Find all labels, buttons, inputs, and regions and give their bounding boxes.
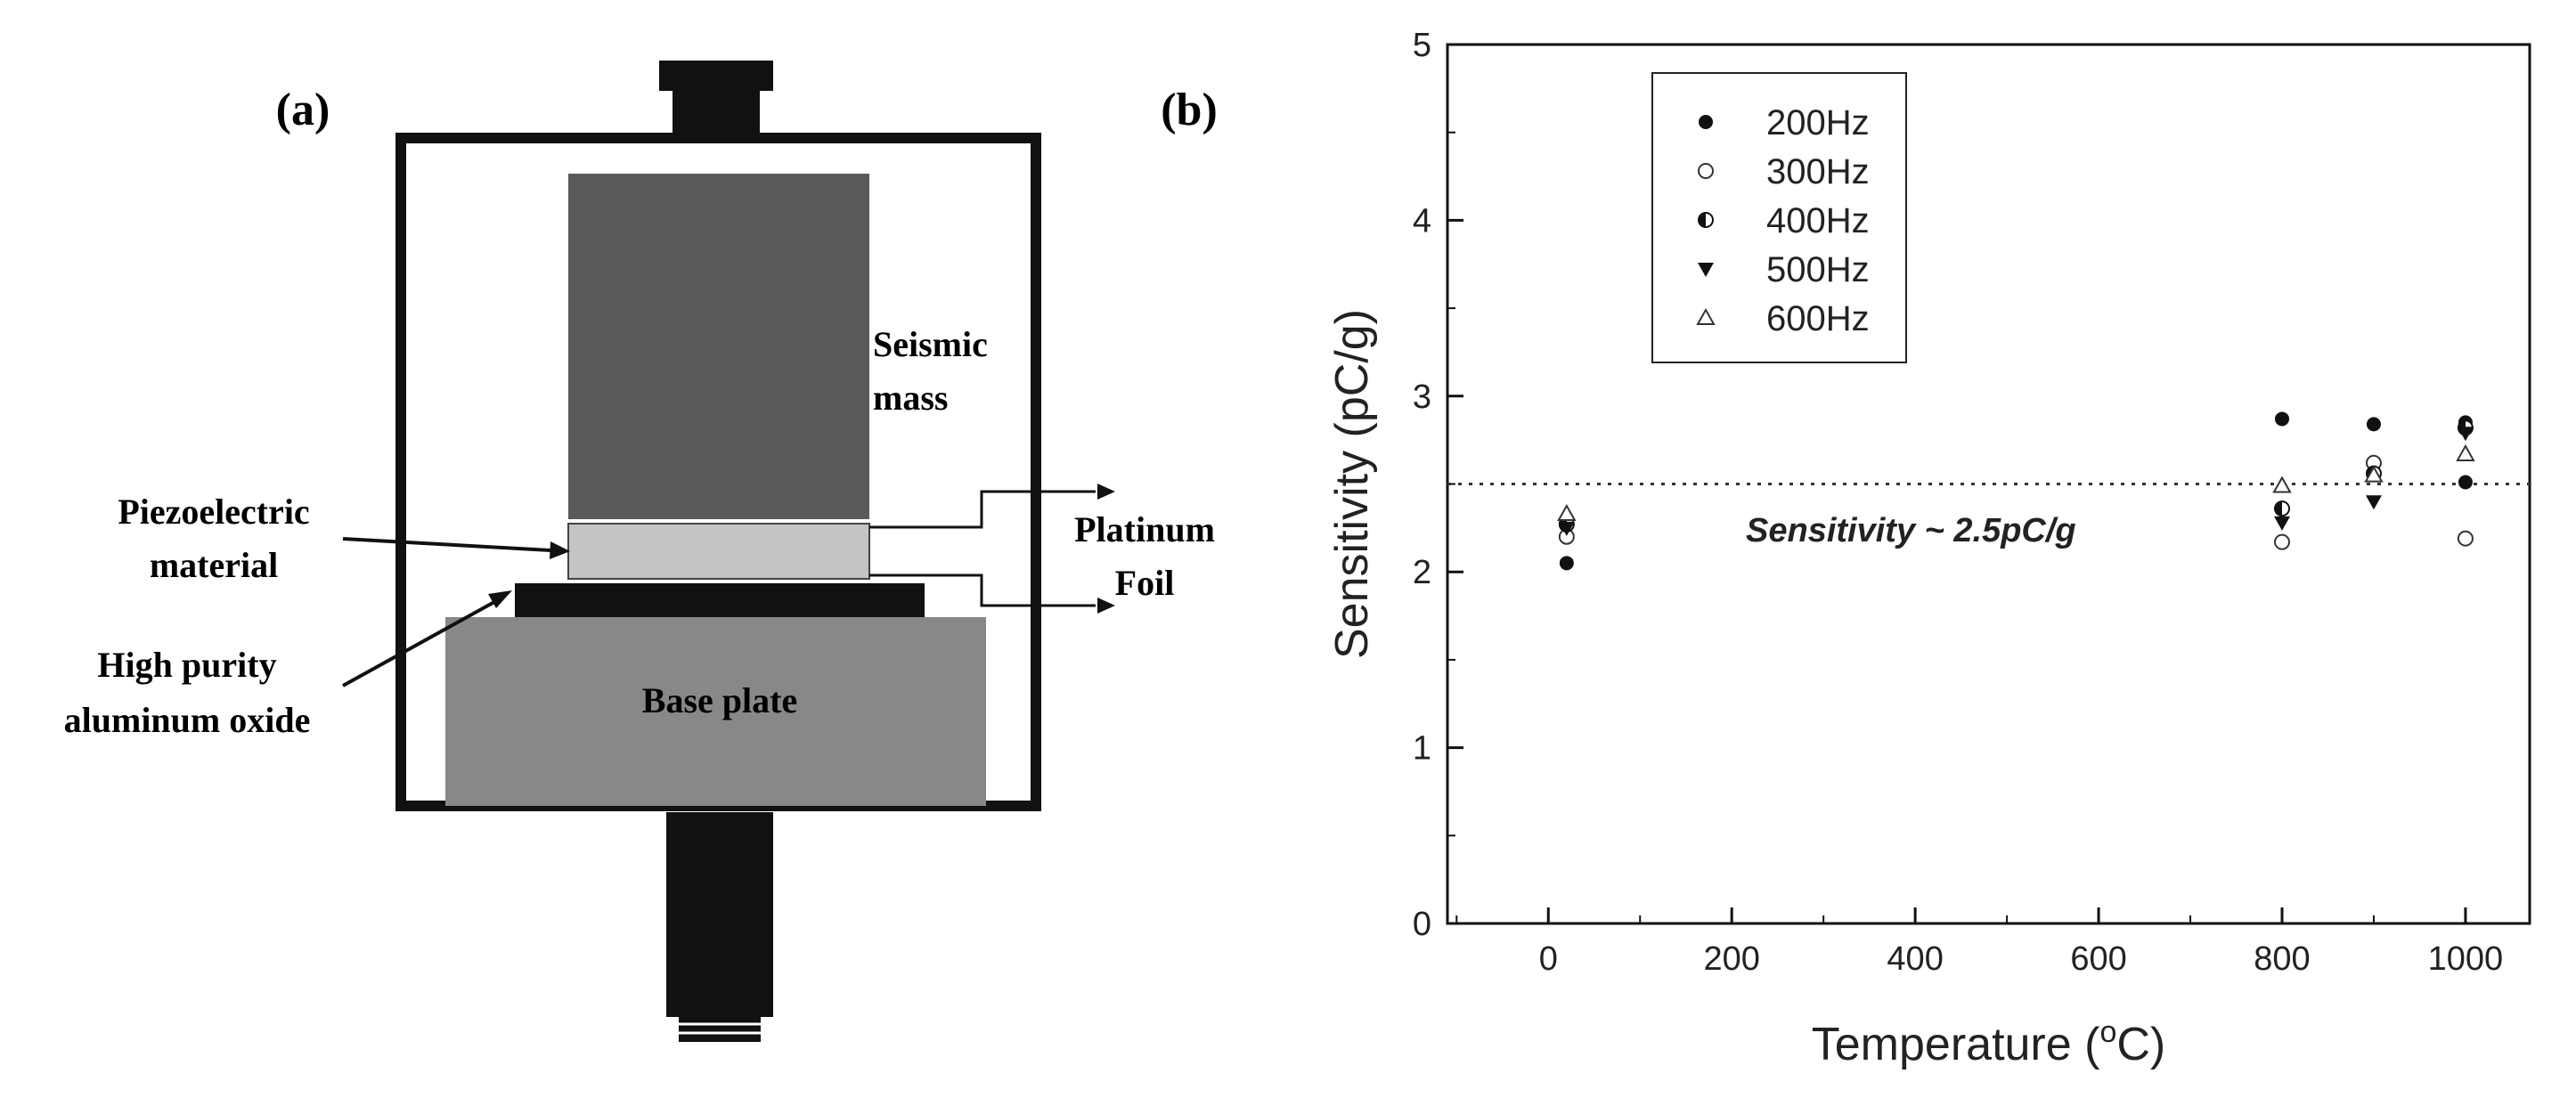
legend-marker bbox=[1696, 307, 1716, 325]
bottom-connector-foot bbox=[679, 1015, 761, 1042]
data-point-200hz bbox=[2366, 417, 2381, 432]
alumina-label: aluminum oxide bbox=[64, 700, 311, 740]
x-axis-title: Temperature (oC) bbox=[1812, 1015, 2165, 1070]
data-point-400hz bbox=[2273, 500, 2290, 517]
bottom-connector-stem bbox=[666, 812, 773, 1017]
y-tick-label: 1 bbox=[1413, 730, 1431, 768]
base-plate-block bbox=[445, 617, 986, 806]
legend-marker bbox=[1698, 263, 1714, 277]
alumina-layer bbox=[515, 583, 925, 617]
platinum-foil-lead-bottom bbox=[869, 573, 1096, 607]
data-point-600hz bbox=[2272, 476, 2292, 493]
y-tick-label: 4 bbox=[1413, 202, 1431, 240]
y-tick-label: 2 bbox=[1413, 554, 1431, 591]
legend-label: 400Hz bbox=[1766, 201, 1870, 240]
sensor-schematic: (a) Seismic mass Piezoelectric bbox=[64, 61, 1215, 1042]
seismic-mass-label: mass bbox=[873, 378, 948, 418]
platinum-foil-label: Foil bbox=[1115, 563, 1175, 603]
piezo-leader-line bbox=[342, 537, 551, 552]
piezoelectric-layer bbox=[567, 523, 870, 580]
x-tick-label: 1000 bbox=[2428, 940, 2504, 978]
x-tick-label: 0 bbox=[1539, 940, 1558, 978]
top-connector-cap bbox=[659, 61, 773, 91]
x-tick-label: 400 bbox=[1887, 940, 1943, 978]
legend-label: 200Hz bbox=[1766, 103, 1870, 142]
data-point-300hz bbox=[2457, 530, 2474, 547]
legend-marker bbox=[1698, 163, 1714, 179]
alumina-label: High purity bbox=[97, 645, 276, 685]
legend-label: 300Hz bbox=[1766, 152, 1870, 191]
legend-label: 600Hz bbox=[1766, 299, 1870, 338]
x-tick-label: 800 bbox=[2254, 940, 2310, 978]
panel-b-label: (b) bbox=[1161, 85, 1218, 135]
x-tick-label: 600 bbox=[2070, 940, 2126, 978]
y-axis-title: Sensitivity (pC/g) bbox=[1326, 309, 1378, 659]
data-point-500hz bbox=[2273, 516, 2290, 531]
data-point-500hz bbox=[2365, 495, 2382, 510]
legend-label: 500Hz bbox=[1766, 250, 1870, 289]
reference-annotation: Sensitivity ~ 2.5pC/g bbox=[1746, 512, 2076, 549]
piezo-label: material bbox=[150, 545, 278, 585]
legend-marker bbox=[1699, 115, 1713, 129]
y-tick-label: 3 bbox=[1413, 378, 1431, 416]
arrowhead bbox=[1097, 598, 1115, 614]
seismic-mass-label: Seismic bbox=[873, 324, 988, 364]
base-plate-label: Base plate bbox=[642, 680, 797, 720]
legend-marker bbox=[1698, 212, 1714, 228]
y-tick-label: 0 bbox=[1413, 906, 1431, 943]
piezo-label: Piezoelectric bbox=[118, 492, 309, 532]
data-point-200hz bbox=[2458, 475, 2473, 490]
y-tick-label: 5 bbox=[1413, 27, 1431, 64]
data-point-500hz bbox=[2457, 427, 2474, 442]
data-point-500hz bbox=[1558, 521, 1575, 536]
data-point-600hz bbox=[2456, 443, 2475, 461]
panel-a-label: (a) bbox=[276, 85, 330, 135]
legend-box bbox=[1651, 72, 1907, 363]
data-point-300hz bbox=[2273, 533, 2290, 550]
data-point-200hz bbox=[2274, 411, 2289, 427]
platinum-foil-label: Platinum bbox=[1074, 509, 1215, 549]
alumina-leader-line bbox=[342, 600, 495, 687]
arrowhead bbox=[1097, 484, 1115, 500]
x-tick-label: 200 bbox=[1703, 940, 1759, 978]
platinum-foil-lead-top bbox=[869, 490, 1096, 529]
data-point-200hz bbox=[1559, 556, 1574, 571]
arrowhead bbox=[550, 541, 570, 559]
seismic-mass-block bbox=[568, 174, 869, 519]
arrowhead bbox=[488, 590, 512, 608]
data-point-600hz bbox=[1557, 504, 1577, 522]
data-point-600hz bbox=[2364, 465, 2384, 483]
